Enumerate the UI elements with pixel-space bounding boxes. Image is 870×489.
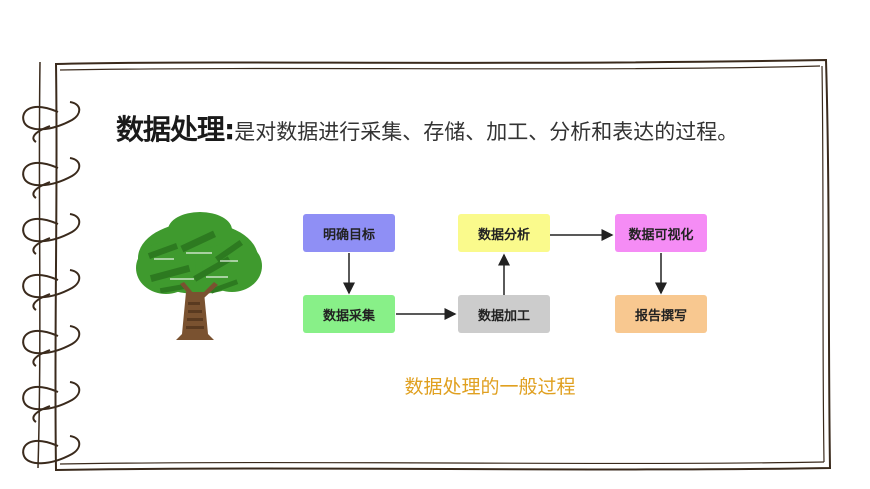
node-goal: 明确目标 (303, 214, 395, 252)
node-report-label: 报告撰写 (634, 308, 687, 324)
node-goal-label: 明确目标 (322, 227, 375, 243)
node-collect-label: 数据采集 (322, 308, 375, 324)
node-process: 数据加工 (458, 295, 550, 333)
diagram-caption: 数据处理的一般过程 (404, 376, 576, 398)
node-visualize: 数据可视化 (615, 214, 707, 252)
title-definition: 是对数据进行采集、存储、加工、分析和表达的过程。 (234, 120, 739, 144)
node-analyze: 数据分析 (458, 214, 550, 252)
node-analyze-label: 数据分析 (477, 227, 530, 243)
page-title: 数据处理:是对数据进行采集、存储、加工、分析和表达的过程。 (116, 108, 816, 148)
flow-arrows (343, 229, 667, 320)
node-process-label: 数据加工 (477, 308, 530, 324)
word-cloud-tree-icon (136, 212, 262, 340)
node-visualize-label: 数据可视化 (628, 227, 694, 243)
node-collect: 数据采集 (303, 295, 395, 333)
process-flow-diagram: 明确目标 数据采集 数据加工 数据分析 数据可视化 报告撰写 (290, 205, 730, 345)
title-term: 数据处理: (116, 113, 235, 146)
node-report: 报告撰写 (615, 295, 707, 333)
